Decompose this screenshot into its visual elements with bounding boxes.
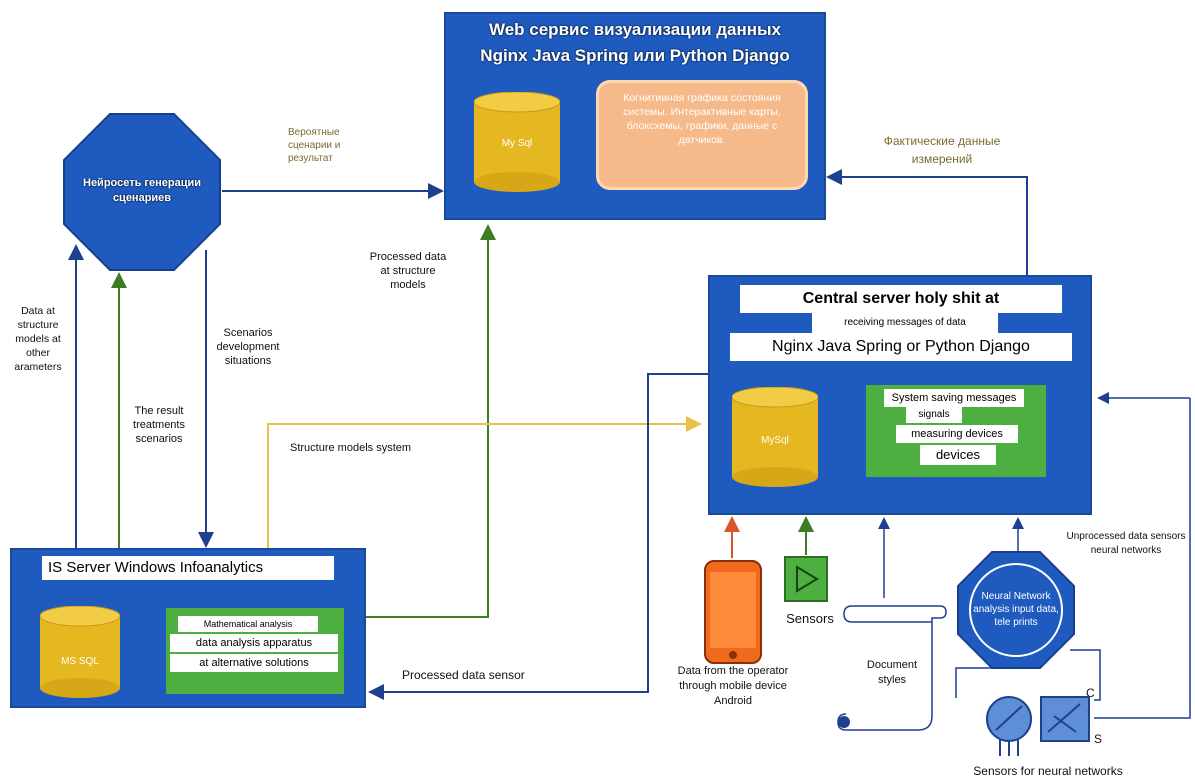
label-structure-models-system: Structure models system	[290, 442, 412, 454]
central-line2: receiving messages of data	[812, 313, 998, 333]
central-line1: Central server holy shit at	[740, 285, 1062, 313]
is-panel-line3: at alternative solutions	[170, 654, 338, 672]
central-mysql-database: MySql	[731, 386, 819, 487]
central-panel-line1: System saving messages	[884, 389, 1024, 407]
web-cognitive-panel: Когнитивная графика состояния системы. И…	[596, 80, 808, 190]
central-panel-line4: devices	[920, 445, 996, 465]
mobile-phone-icon	[704, 560, 762, 664]
arrow-central-to-web	[826, 169, 1028, 275]
is-panel-line2: data analysis apparatus	[170, 634, 338, 652]
central-panel-line3: measuring devices	[896, 425, 1018, 443]
label-processed-structure: Processed data at structure models	[369, 251, 447, 291]
is-mssql-database: MS SQL	[39, 605, 121, 698]
label-processed-sensor: Processed data sensor	[402, 668, 525, 682]
central-panel-line2: signals	[906, 407, 962, 423]
label-data-structure-models: Data at structure models at other aramet…	[14, 305, 62, 373]
line-right-bottom	[1094, 398, 1191, 719]
neural-generation-octagon: Нейросеть генерации сценариев	[62, 112, 222, 272]
is-server-box: IS Server Windows Infoanalytics MS SQL M…	[10, 548, 366, 708]
is-analysis-panel: Mathematical analysis data analysis appa…	[166, 608, 344, 694]
neural-analysis-octagon: Neural Network analysis input data, tele…	[956, 550, 1076, 670]
label-sensors-neural-networks: Sensors for neural networks	[973, 764, 1123, 778]
line-nn-loop-right	[1070, 649, 1101, 701]
label-c-mark: C	[1086, 686, 1095, 700]
label-s-mark: S	[1094, 732, 1103, 746]
label-result-treatments: The result treatments scenarios	[133, 405, 185, 445]
switch-sensor-icon	[1040, 696, 1090, 742]
web-service-box: Web сервис визуализации данных Nginx Jav…	[444, 12, 826, 220]
central-line3: Nginx Java Spring or Python Django	[730, 333, 1072, 361]
central-server-box: Central server holy shit at receiving me…	[708, 275, 1092, 515]
label-scenarios-development: Scenarios development situations	[216, 327, 280, 367]
label-probable-scenarios: Вероятные сценарии и результат	[288, 127, 341, 164]
is-panel-line1: Mathematical analysis	[178, 616, 318, 632]
label-actual-measurements: Фактические данные измерений	[883, 134, 1001, 166]
central-mysql-label: MySql	[761, 435, 789, 446]
label-sensors: Sensors	[786, 611, 834, 626]
web-mysql-label: My Sql	[501, 138, 533, 149]
sensor-play-icon	[784, 556, 828, 602]
web-cognitive-text: Когнитивная графика состояния системы. И…	[623, 92, 781, 146]
neural-analysis-label: Neural Network analysis input data, tele…	[973, 591, 1059, 628]
gauge-sensor-icon	[984, 694, 1034, 758]
arrow-central-to-is	[368, 373, 708, 700]
label-data-operator: Data from the operator through mobile de…	[677, 665, 789, 707]
web-mysql-database: My Sql	[473, 91, 561, 192]
web-service-title-line2: Nginx Java Spring или Python Django	[480, 46, 790, 65]
document-scroll-icon: Document styles	[832, 598, 948, 738]
label-unprocessed-data: Unprocessed data sensors neural networks	[1066, 531, 1186, 556]
document-label: Document styles	[866, 659, 918, 686]
arrow-is-to-central	[267, 416, 702, 548]
web-service-title-line1: Web сервис визуализации данных	[488, 20, 782, 39]
central-system-panel: System saving messages signals measuring…	[866, 385, 1046, 477]
is-server-title: IS Server Windows Infoanalytics	[42, 556, 334, 580]
neural-generation-label: Нейросеть генерации сценариев	[83, 177, 201, 204]
arrow-is-to-web	[338, 224, 496, 618]
is-mssql-label: MS SQL	[61, 656, 99, 667]
